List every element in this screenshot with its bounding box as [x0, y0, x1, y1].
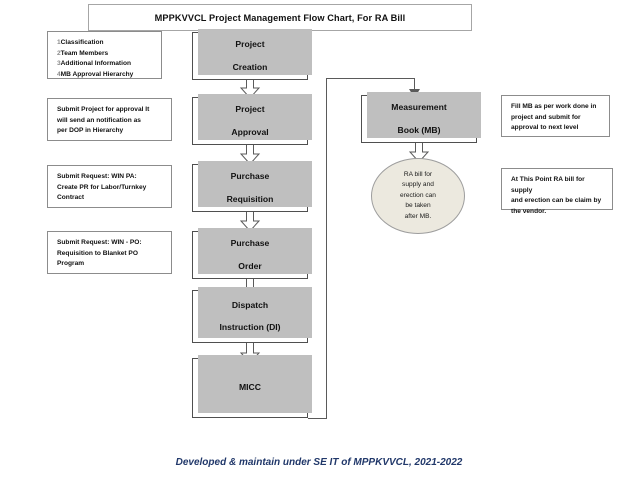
note-classification-text: 1Classification 2Team Members 3Additiona…: [57, 38, 154, 81]
process-dispatch-instruction-line2: Instruction (DI): [219, 322, 281, 332]
page-title-text: MPPKVVCL Project Management Flow Chart, …: [154, 12, 406, 23]
note-classification-number: 2: [57, 49, 61, 57]
callout-ra-bill: RA bill for supply and erection can be t…: [371, 158, 465, 234]
note-classification-label: Team Members: [60, 49, 109, 57]
process-project-approval-line2: Approval: [231, 126, 269, 137]
footer-text: Developed & maintain under SE IT of MPPK…: [175, 457, 463, 468]
note-fill-mb: Fill MB as per work done in project and …: [501, 95, 610, 137]
note-classification-label: MB Approval Hierarchy: [60, 71, 134, 79]
process-project-approval[interactable]: Project Approval: [192, 94, 312, 145]
note-purchase-requisition-text: Submit Request: WIN PA: Create PR for La…: [57, 173, 147, 202]
note-classification-number: 4: [57, 71, 61, 79]
process-purchase-order-line1: Purchase: [230, 238, 270, 249]
connector-micc-right: [308, 418, 327, 419]
note-fill-mb-text: Fill MB as per work done in project and …: [511, 103, 597, 132]
process-measurement-book-line2: Book (MB): [397, 124, 441, 135]
callout-ra-bill-text: RA bill for supply and erection can be t…: [400, 170, 436, 220]
connector-micc-up: [326, 78, 327, 419]
note-project-approval-text: Submit Project for approval It will send…: [57, 106, 150, 135]
note-ra-bill-claim-text: At This Point RA bill for supply and ere…: [511, 176, 602, 216]
process-measurement-book[interactable]: Measurement Book (MB): [361, 92, 481, 143]
process-dispatch-instruction-line1: Dispatch: [231, 299, 269, 310]
process-purchase-order[interactable]: Purchase Order: [192, 228, 312, 279]
note-classification-label: Additional Information: [60, 60, 131, 68]
process-micc[interactable]: MICC: [192, 355, 312, 418]
note-project-approval: Submit Project for approval It will send…: [47, 98, 172, 141]
process-micc-line1: MICC: [239, 382, 261, 393]
note-classification-number: 3: [57, 60, 61, 68]
note-purchase-requisition: Submit Request: WIN PA: Create PR for La…: [47, 165, 172, 208]
process-purchase-order-line2: Order: [238, 260, 262, 271]
note-purchase-order-text: Submit Request: WIN - PO: Requisition to…: [57, 239, 142, 268]
note-ra-bill-claim: At This Point RA bill for supply and ere…: [501, 168, 613, 215]
process-project-creation-line2: Creation: [232, 61, 268, 72]
process-purchase-requisition[interactable]: Purchase Requisition: [192, 161, 312, 212]
process-project-creation-line1: Project: [235, 39, 265, 50]
process-purchase-requisition-line1: Purchase: [230, 171, 270, 182]
note-purchase-order: Submit Request: WIN - PO: Requisition to…: [47, 231, 172, 274]
note-classification: 1Classification 2Team Members 3Additiona…: [47, 31, 162, 79]
note-classification-label: Classification: [60, 39, 104, 46]
note-classification-number: 1: [57, 39, 61, 46]
page-title: MPPKVVCL Project Management Flow Chart, …: [88, 4, 472, 31]
process-project-approval-line1: Project: [235, 104, 265, 115]
process-project-creation[interactable]: Project Creation: [192, 29, 312, 80]
connector-micc-across: [326, 78, 415, 79]
process-dispatch-instruction[interactable]: Dispatch Instruction (DI): [192, 287, 312, 343]
footer: Developed & maintain under SE IT of MPPK…: [0, 452, 638, 470]
process-purchase-requisition-line2: Requisition: [226, 193, 274, 204]
process-measurement-book-line1: Measurement: [391, 102, 447, 113]
connector-into-mb: [414, 78, 415, 96]
